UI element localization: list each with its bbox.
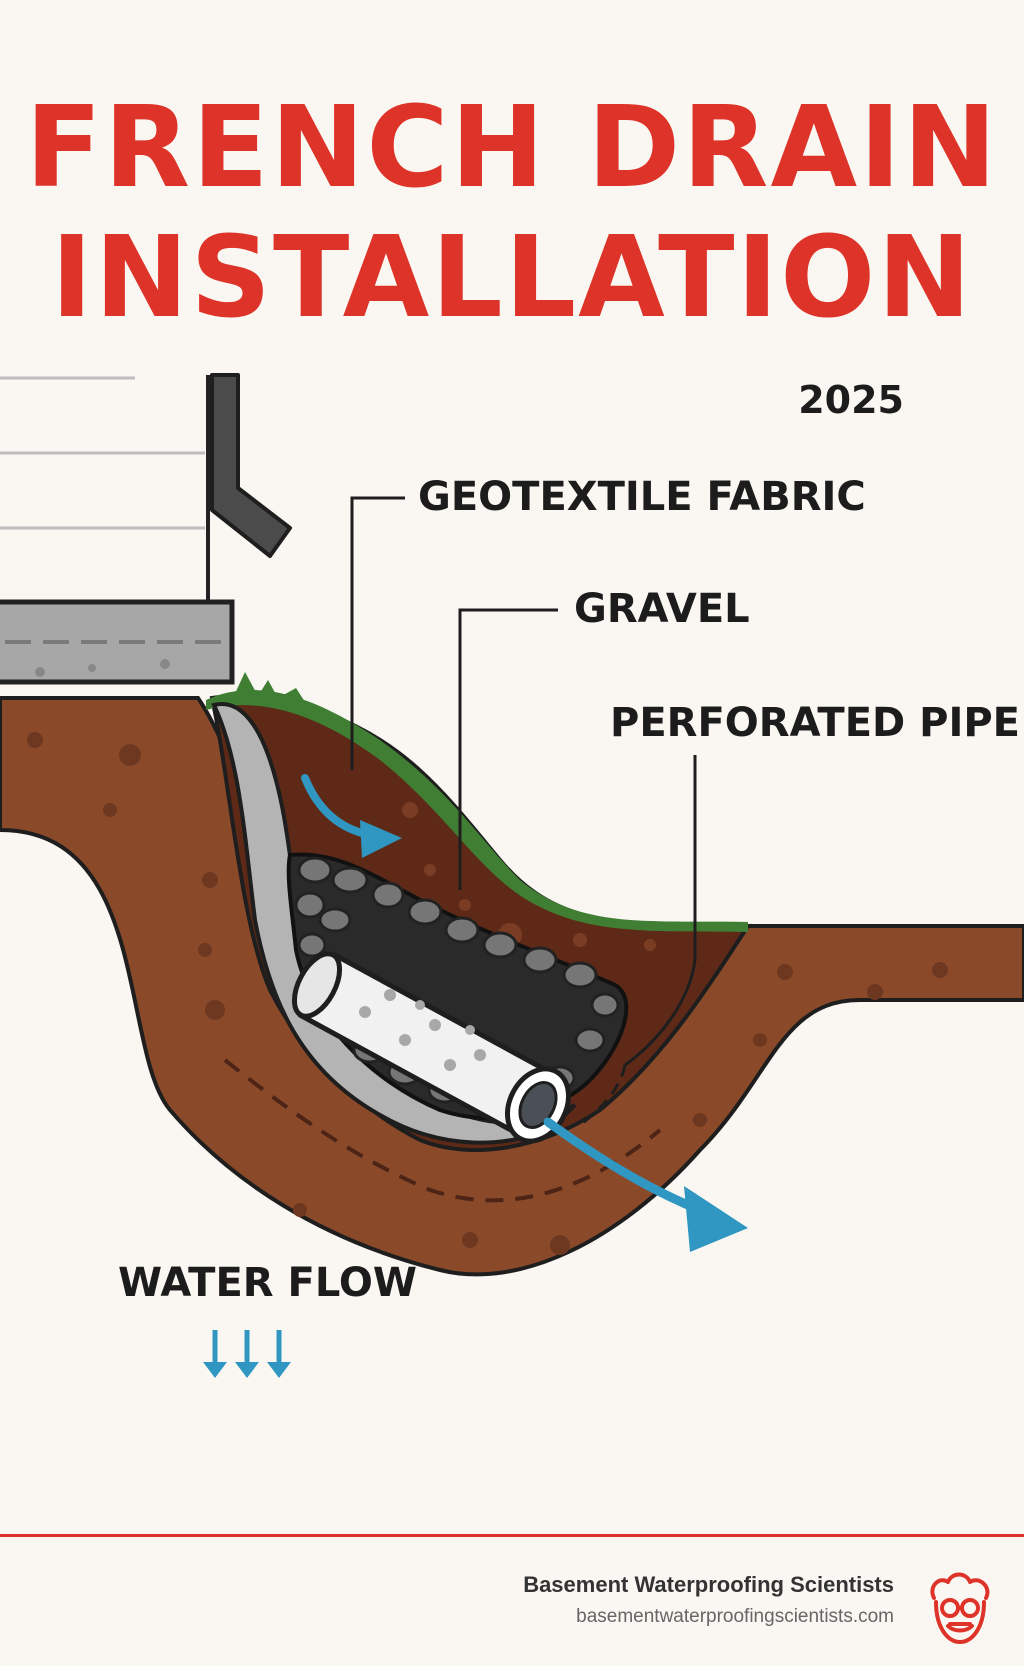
scientist-logo-icon [930, 1572, 990, 1644]
soil-layer-line [223, 1058, 662, 1203]
company-url[interactable]: basementwaterproofingscientists.com [576, 1606, 894, 1627]
footer-divider [0, 1534, 1024, 1537]
water-flow-arrows [203, 1330, 291, 1378]
water-arrow-head [360, 820, 402, 858]
outflow-arrow-head [684, 1186, 748, 1252]
house-siding [0, 376, 205, 530]
perforated-pipe-label: PERFORATED PIPE [610, 700, 1020, 746]
geotextile-fabric-label: GEOTEXTILE FABRIC [418, 474, 866, 520]
pipe-leader-dashed [579, 1064, 627, 1127]
soil-specks [27, 732, 948, 1255]
outflow-arrow-icon [543, 1117, 705, 1215]
french-drain-diagram [0, 373, 1024, 1378]
foundation-slab [0, 599, 235, 685]
downspout-icon [210, 373, 292, 558]
year-label: 2025 [798, 378, 904, 422]
grass-tuft [232, 672, 305, 702]
water-flow-label: WATER FLOW [118, 1260, 418, 1306]
company-name: Basement Waterproofing Scientists [523, 1572, 894, 1597]
gravel-label: GRAVEL [574, 586, 750, 632]
leader-lines [350, 496, 697, 1067]
perforated-pipe [291, 951, 571, 1144]
title-line-1: FRENCH DRAIN [25, 83, 999, 213]
title-line-2: INSTALLATION [50, 213, 974, 343]
